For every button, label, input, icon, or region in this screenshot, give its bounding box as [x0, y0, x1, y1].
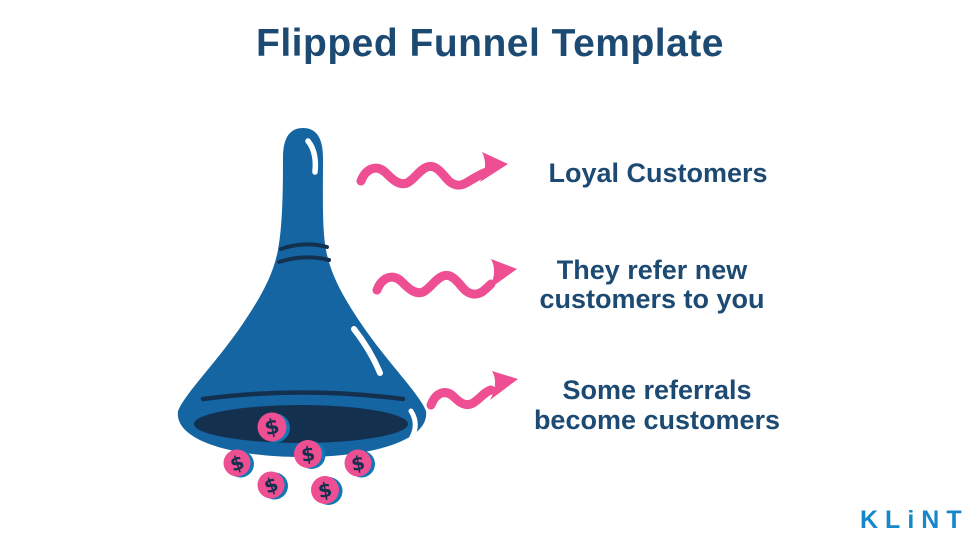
stage-label-referrals-become-customers: Some referrals become customers: [497, 375, 817, 435]
stage-label-line: become customers: [533, 405, 781, 435]
funnel-mouth: [194, 405, 408, 443]
coin-icon: $: [257, 471, 288, 500]
funnel-highlight-stem: [305, 138, 319, 175]
funnel-highlight-cone: [351, 326, 383, 376]
coin-icon: $: [294, 440, 326, 469]
stage-label-line: Some referrals: [562, 375, 752, 405]
coin-icon: $: [344, 449, 375, 478]
squiggle-arrow-icon: [356, 152, 508, 190]
svg-text:$: $: [299, 441, 316, 467]
squiggle-arrow-icon: [372, 259, 517, 299]
svg-text:$: $: [262, 414, 281, 441]
funnel-icon: [177, 128, 427, 457]
stage-label-loyal-customers: Loyal Customers: [498, 159, 818, 188]
funnel-body: [177, 128, 427, 457]
arrows: [356, 152, 518, 410]
coin-icon: $: [257, 412, 290, 443]
coin-icon: $: [223, 449, 254, 478]
stage-label-line: customers to you: [539, 284, 765, 314]
svg-text:$: $: [316, 477, 334, 503]
funnel-crease-neck-2: [277, 255, 331, 264]
svg-text:$: $: [349, 451, 366, 476]
squiggle-arrow-icon: [426, 371, 518, 410]
stage-label-line: Loyal Customers: [548, 158, 768, 188]
klint-logo: KLiNT: [860, 506, 969, 534]
page-title: Flipped Funnel Template: [256, 22, 724, 65]
funnel-highlight-rim: [408, 408, 418, 440]
coins: $ $ $ $ $: [223, 412, 375, 505]
funnel-crease-neck-1: [279, 242, 329, 251]
stage-label-line: They refer new: [556, 255, 748, 285]
stage-label-refer-new-customers: They refer new customers to you: [492, 256, 812, 314]
svg-text:$: $: [227, 450, 247, 476]
coin-icon: $: [311, 476, 343, 505]
funnel-crease-rim: [200, 390, 406, 402]
